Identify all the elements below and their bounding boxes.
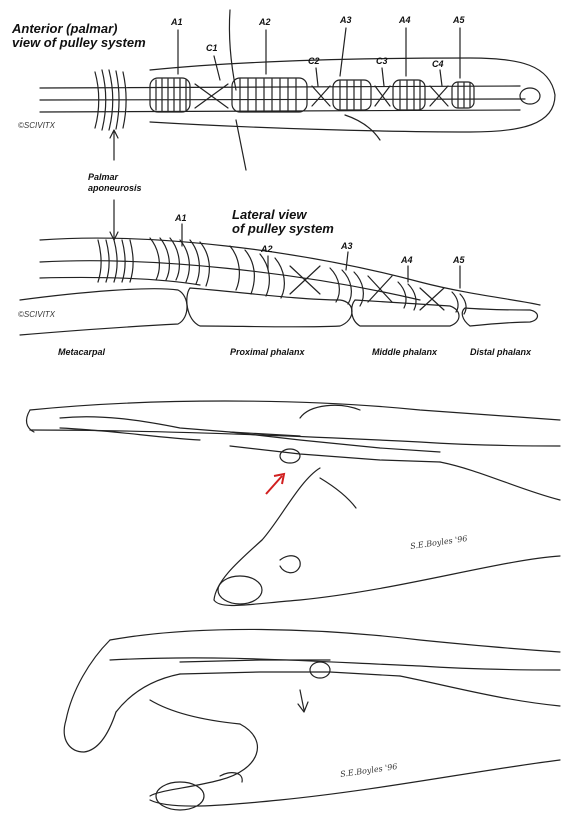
anterior-pulleys — [150, 78, 474, 112]
lateral-title-line2: of pulley system — [232, 222, 334, 236]
lateral-finger-drawing — [20, 238, 540, 335]
anterior-title: Anterior (palmar) view of pulley system — [12, 22, 146, 50]
lateral-label-a3: A3 — [341, 242, 353, 251]
bone-label-proximal-phalanx: Proximal phalanx — [230, 348, 305, 357]
palmar-aponeurosis-label: Palmar aponeurosis — [88, 172, 142, 194]
anterior-label-a1: A1 — [171, 18, 183, 27]
lateral-label-a4: A4 — [401, 256, 413, 265]
palmar-line2: aponeurosis — [88, 183, 142, 194]
anterior-label-c1: C1 — [206, 44, 218, 53]
bone-label-middle-phalanx: Middle phalanx — [372, 348, 437, 357]
bone-label-distal-phalanx: Distal phalanx — [470, 348, 531, 357]
anterior-label-c4: C4 — [432, 60, 444, 69]
palmar-line1: Palmar — [88, 172, 142, 183]
lateral-copyright: ©SCIVITX — [18, 310, 55, 319]
red-arrow-icon — [266, 474, 284, 494]
lateral-pulleys — [150, 238, 466, 314]
lateral-title: Lateral view of pulley system — [232, 208, 334, 236]
lateral-label-a2: A2 — [261, 245, 273, 254]
sketch-2-drawing — [64, 629, 560, 810]
anterior-label-c3: C3 — [376, 57, 388, 66]
bone-label-metacarpal: Metacarpal — [58, 348, 105, 357]
anterior-label-a2: A2 — [259, 18, 271, 27]
anterior-copyright: ©SCIVITX — [18, 121, 55, 130]
sketch-1-drawing — [27, 401, 560, 605]
anterior-title-line2: view of pulley system — [12, 36, 146, 50]
anterior-label-a3: A3 — [340, 16, 352, 25]
anterior-title-line1: Anterior (palmar) — [12, 22, 146, 36]
lateral-label-a1: A1 — [175, 214, 187, 223]
lateral-label-a5: A5 — [453, 256, 465, 265]
anterior-label-c2: C2 — [308, 57, 320, 66]
anterior-label-a5: A5 — [453, 16, 465, 25]
anterior-label-a4: A4 — [399, 16, 411, 25]
lateral-title-line1: Lateral view — [232, 208, 334, 222]
